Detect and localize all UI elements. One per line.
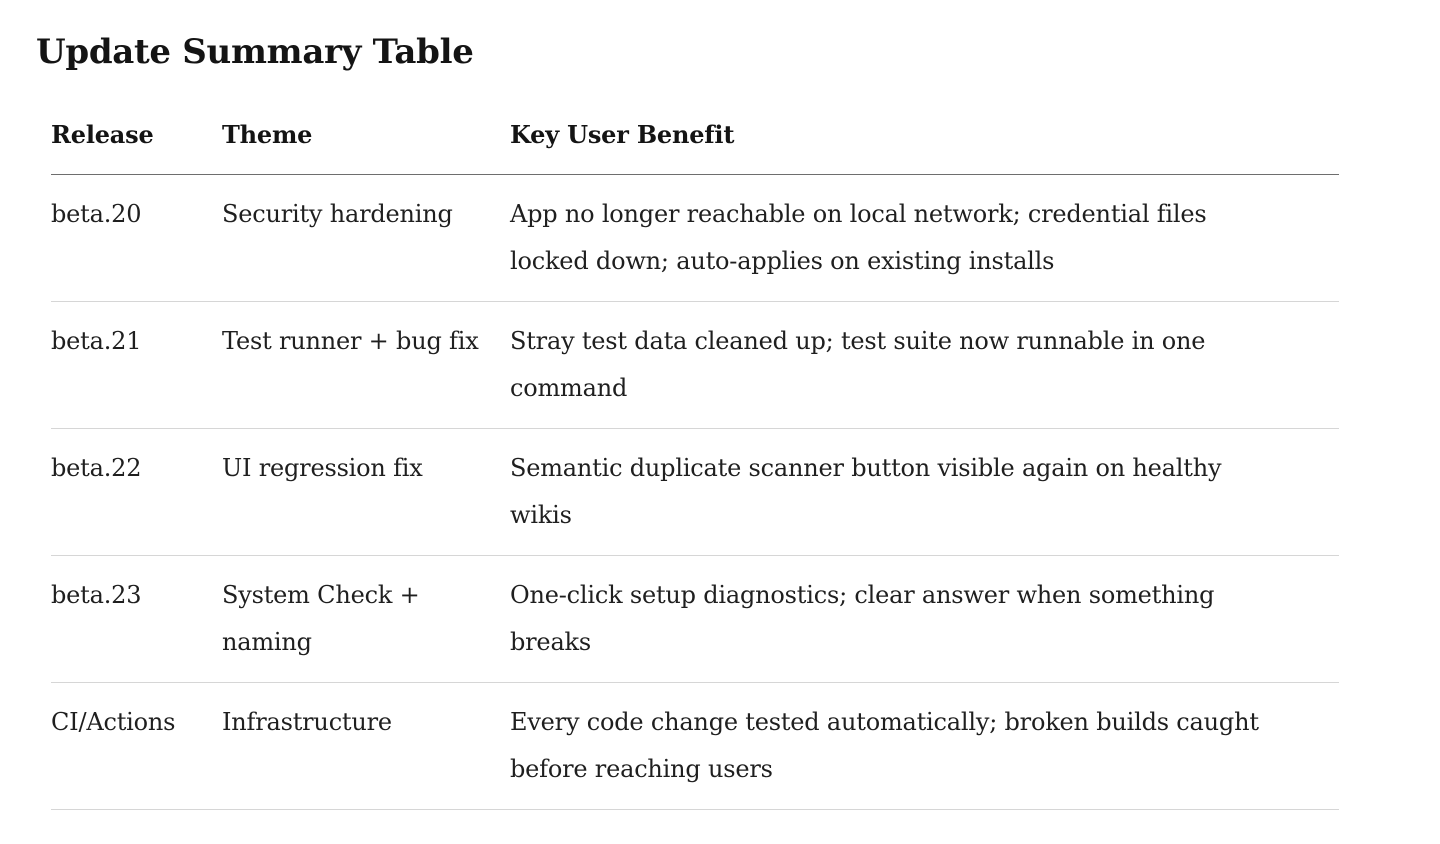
table-header-row: Release Theme Key User Benefit <box>51 96 1339 175</box>
table-header: Release Theme Key User Benefit <box>51 96 1339 175</box>
column-header-theme: Theme <box>222 96 510 175</box>
theme-cell: Infrastructure <box>222 682 510 810</box>
table-row: beta.22 UI regression fix Semantic dupli… <box>51 428 1339 556</box>
release-cell: beta.21 <box>51 301 222 429</box>
table-row: beta.20 Security hardening App no longer… <box>51 174 1339 302</box>
table-row: beta.21 Test runner + bug fix Stray test… <box>51 301 1339 429</box>
benefit-cell: App no longer reachable on local network… <box>510 174 1339 302</box>
theme-cell: System Check + naming <box>222 555 510 683</box>
page-title: Update Summary Table <box>36 32 474 72</box>
release-cell: CI/Actions <box>51 682 222 810</box>
theme-cell: UI regression fix <box>222 428 510 556</box>
release-cell: beta.23 <box>51 555 222 683</box>
theme-cell: Test runner + bug fix <box>222 301 510 429</box>
benefit-cell: Semantic duplicate scanner button visibl… <box>510 428 1339 556</box>
update-summary-table: Release Theme Key User Benefit beta.20 S… <box>51 96 1339 810</box>
table-body: beta.20 Security hardening App no longer… <box>51 174 1339 810</box>
table-row: CI/Actions Infrastructure Every code cha… <box>51 682 1339 810</box>
table-row: beta.23 System Check + naming One-click … <box>51 555 1339 683</box>
benefit-cell: Stray test data cleaned up; test suite n… <box>510 301 1339 429</box>
column-header-benefit: Key User Benefit <box>510 96 1339 175</box>
benefit-cell: Every code change tested automatically; … <box>510 682 1339 810</box>
release-cell: beta.20 <box>51 174 222 302</box>
theme-cell: Security hardening <box>222 174 510 302</box>
release-cell: beta.22 <box>51 428 222 556</box>
column-header-release: Release <box>51 96 222 175</box>
benefit-cell: One-click setup diagnostics; clear answe… <box>510 555 1339 683</box>
